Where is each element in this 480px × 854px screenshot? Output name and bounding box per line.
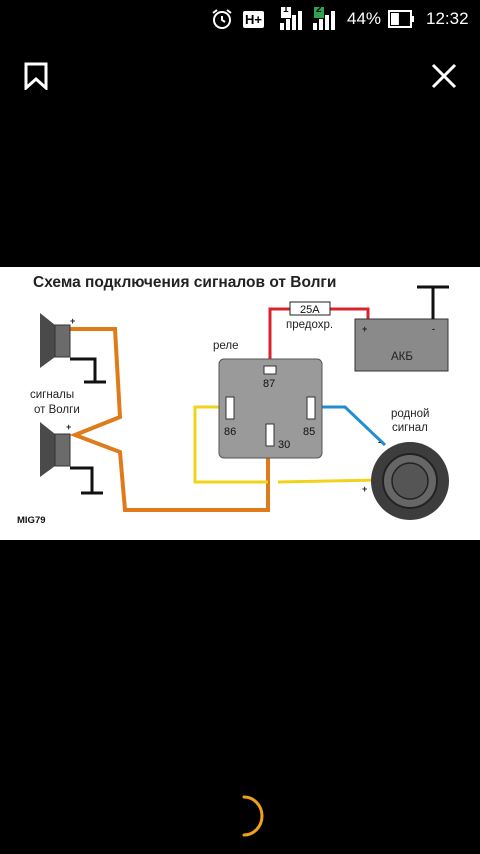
horn-bottom: + bbox=[40, 422, 103, 495]
bookmark-button[interactable] bbox=[16, 56, 56, 96]
relay-pin-30: 30 bbox=[278, 439, 290, 451]
relay-pin-87: 87 bbox=[263, 378, 275, 390]
orange-wires bbox=[69, 327, 270, 512]
sim1-label: 1 bbox=[283, 4, 289, 15]
relay: реле 87 86 85 30 bbox=[213, 340, 323, 459]
battery: + - АКБ bbox=[354, 285, 449, 372]
native-horn-line2: сигнал bbox=[392, 422, 428, 434]
fuse-label: предохр. bbox=[286, 319, 333, 331]
relay-label: реле bbox=[213, 340, 239, 352]
battery-minus: - bbox=[432, 324, 435, 334]
native-horn-line1: родной bbox=[391, 408, 429, 420]
alarm-clock-icon bbox=[210, 0, 234, 38]
clock-time: 12:32 bbox=[426, 9, 469, 28]
status-bar: H+ 1 2 44% 12:32 bbox=[0, 0, 480, 38]
battery-plus: + bbox=[362, 324, 367, 334]
signal-sim1-icon: 1 bbox=[279, 0, 309, 38]
wiring-diagram: Схема подключения сигналов от Волги + bbox=[17, 274, 449, 526]
sim2-label: 2 bbox=[316, 4, 322, 15]
blue-wire bbox=[316, 405, 387, 447]
red-wire bbox=[268, 307, 370, 359]
close-icon bbox=[431, 63, 457, 89]
bookmark-icon bbox=[24, 62, 48, 90]
yellow-wires bbox=[193, 405, 379, 484]
network-type-badge: H+ bbox=[243, 10, 264, 28]
native-horn-plus: + bbox=[362, 484, 367, 494]
horns-label-line1: сигналы bbox=[30, 389, 74, 401]
relay-pin-86: 86 bbox=[224, 426, 236, 438]
relay-pin-85: 85 bbox=[303, 426, 315, 438]
signal-sim2-icon: 2 bbox=[312, 0, 342, 38]
fuse-rating: 25A bbox=[300, 304, 320, 316]
horn-bottom-plus: + bbox=[66, 422, 71, 432]
network-type-icon: H+ bbox=[243, 0, 264, 38]
native-horn: родной сигнал - + bbox=[362, 408, 449, 520]
battery-label: АКБ bbox=[391, 351, 413, 363]
battery-icon bbox=[388, 0, 416, 38]
horn-top-plus: + bbox=[70, 316, 75, 326]
diagram-image[interactable]: Схема подключения сигналов от Волги + bbox=[0, 267, 480, 540]
fuse: 25A предохр. bbox=[286, 301, 333, 331]
horn-top: + bbox=[40, 313, 106, 384]
battery-percent: 44% bbox=[347, 9, 382, 28]
credit-watermark: MIG79 bbox=[17, 515, 46, 526]
native-horn-minus: - bbox=[378, 437, 381, 447]
close-button[interactable] bbox=[424, 56, 464, 96]
loading-spinner-icon bbox=[230, 793, 266, 839]
horns-label-line2: от Волги bbox=[34, 404, 80, 416]
viewer-toolbar bbox=[0, 38, 480, 110]
diagram-title: Схема подключения сигналов от Волги bbox=[33, 274, 336, 291]
